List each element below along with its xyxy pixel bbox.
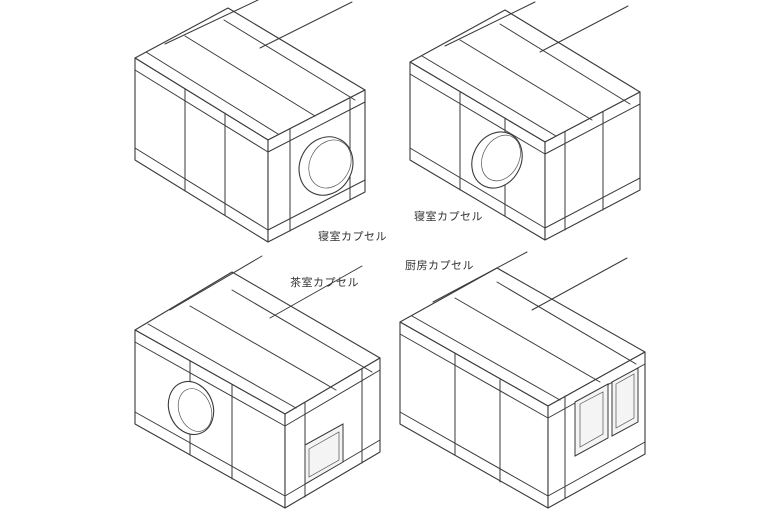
capsule-c-label: 茶室カプセル [290,276,359,289]
capsule-b-label: 寝室カプセル [414,210,483,223]
capsule-a-drawing [134,0,366,243]
capsule-b-drawing [409,1,641,241]
capsule-c-drawing [134,255,381,509]
capsule-d-label: 厨房カプセル [405,259,474,272]
capsule-d-drawing [399,251,646,509]
capsule-a-label: 寝室カプセル [318,230,387,243]
